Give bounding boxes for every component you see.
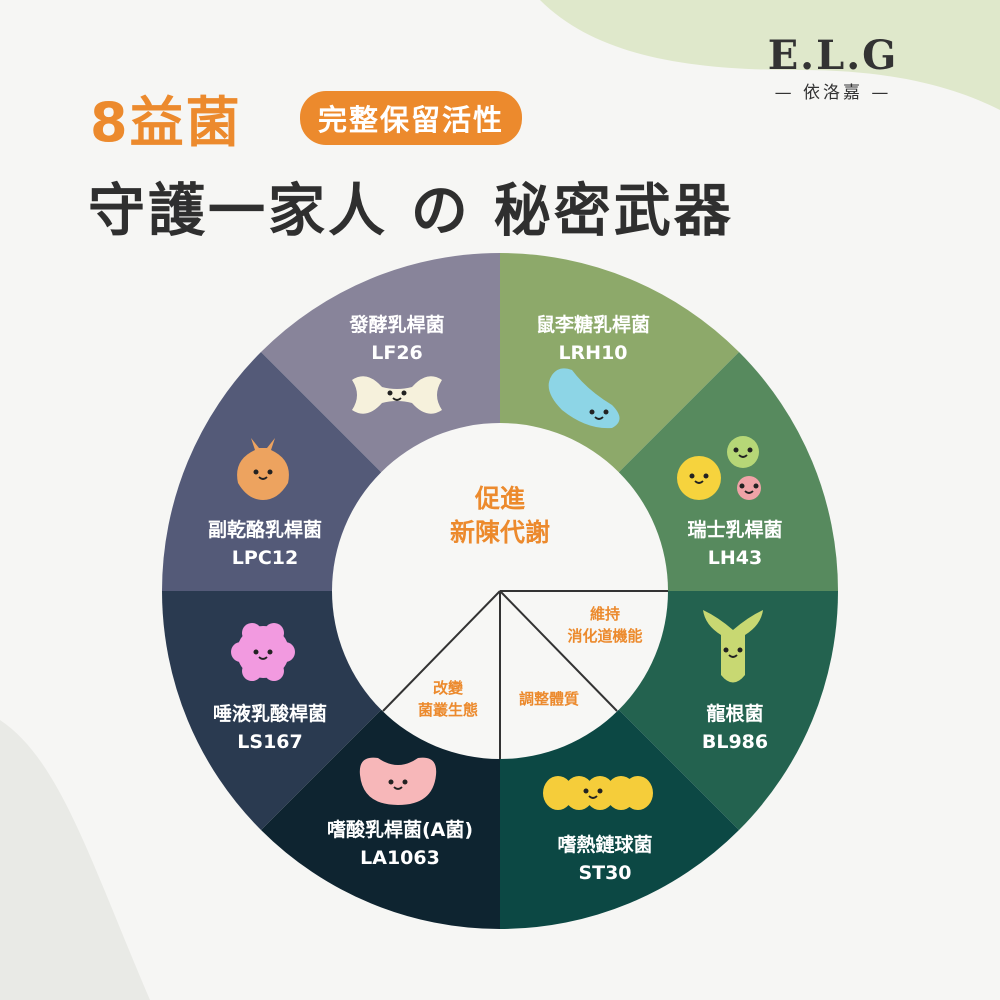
strain-name: 龍根菌 <box>706 703 764 725</box>
segment-label-lf26: 發酵乳桿菌 LF26 <box>349 311 444 367</box>
bacteria-bone-icon <box>352 376 442 414</box>
center-main-line1: 促進 <box>474 484 526 513</box>
section-flora: 改變 菌叢生態 <box>418 677 478 721</box>
bacteria-bean-icon <box>359 757 437 805</box>
headline-8-probiotics: 8益菌 <box>90 91 242 154</box>
strain-name: 嗜酸乳桿菌(A菌) <box>326 819 474 841</box>
strain-code: ST30 <box>578 862 632 884</box>
bacteria-rod-icon <box>548 368 620 429</box>
bacteria-y-icon <box>703 610 763 683</box>
segment-label-st30: 嗜熱鏈球菌 ST30 <box>557 831 652 887</box>
bacteria-blob-icon <box>231 622 295 682</box>
brand-logo: E.L.G — 依洛嘉 — <box>758 32 908 104</box>
section-digestive-line1: 維持 <box>589 605 621 623</box>
active-badge: 完整保留活性 <box>300 91 523 145</box>
strain-code: LRH10 <box>558 342 628 364</box>
strain-code: LS167 <box>237 731 303 753</box>
logo-mark: E.L.G <box>767 32 899 79</box>
segment-label-bl986: 龍根菌 BL986 <box>702 700 768 756</box>
strain-name: 嗜熱鏈球菌 <box>557 834 653 856</box>
section-constitution: 調整體質 <box>519 688 579 710</box>
section-constitution-line1: 調整體質 <box>518 690 580 708</box>
bacteria-chain-icon <box>543 776 653 810</box>
section-flora-line1: 改變 <box>432 679 464 697</box>
strain-code: LPC12 <box>231 547 299 569</box>
strain-name: 瑞士乳桿菌 <box>687 519 783 541</box>
divider-line <box>499 590 618 712</box>
segment-label-lrh10: 鼠李糖乳桿菌 LRH10 <box>536 311 650 367</box>
strain-name: 發酵乳桿菌 <box>349 314 445 336</box>
strain-name: 唾液乳酸桿菌 <box>212 703 328 725</box>
logo-name: — 依洛嘉 — <box>774 83 892 103</box>
center-main-label: 促進 新陳代謝 <box>450 482 550 550</box>
strain-code: BL986 <box>701 731 769 753</box>
section-flora-line2: 菌叢生態 <box>417 701 479 719</box>
divider-line <box>382 590 501 712</box>
section-digestive-line2: 消化道機能 <box>567 627 643 645</box>
strain-name: 鼠李糖乳桿菌 <box>535 314 651 336</box>
segment-label-ls167: 唾液乳酸桿菌 LS167 <box>213 700 327 756</box>
strain-code: LF26 <box>371 342 423 364</box>
center-main-line2: 新陳代謝 <box>449 518 551 547</box>
strain-code: LA1063 <box>360 847 440 869</box>
segment-label-lh43: 瑞士乳桿菌 LH43 <box>687 516 782 572</box>
strain-name: 副乾酪乳桿菌 <box>207 519 323 541</box>
segment-label-lpc12: 副乾酪乳桿菌 LPC12 <box>208 516 322 572</box>
bacteria-cluster-icon <box>677 436 761 500</box>
page-subtitle: 守護一家人 の 秘密武器 <box>88 178 734 244</box>
bacteria-onion-icon <box>237 438 289 500</box>
section-digestive: 維持 消化道機能 <box>567 603 642 647</box>
strain-code: LH43 <box>707 547 763 569</box>
segment-label-la1063: 嗜酸乳桿菌(A菌) LA1063 <box>327 816 473 872</box>
